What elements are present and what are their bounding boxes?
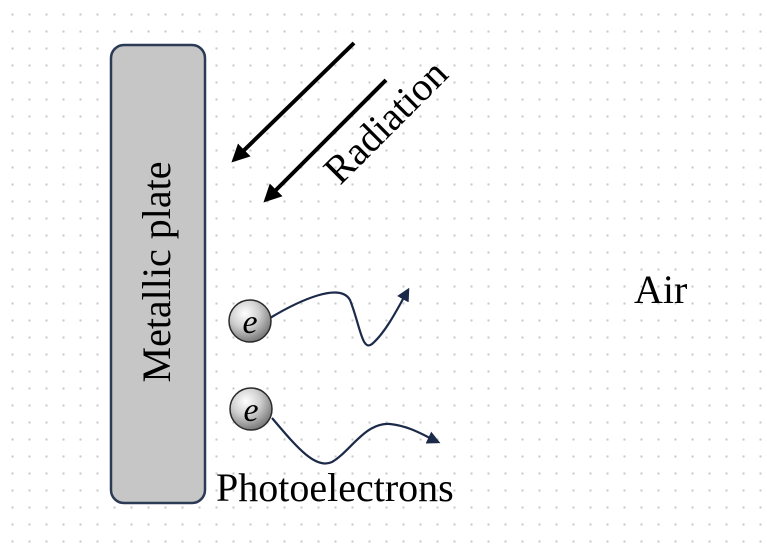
metallic-plate: [109, 43, 207, 505]
electron-symbol-2: e: [243, 392, 258, 429]
air-label: Air: [634, 267, 687, 312]
radiation-label: Radiation: [315, 51, 457, 193]
radiation-arrow-1: [231, 41, 356, 163]
radiation-arrow-2: [263, 78, 388, 203]
photoelectron-path-1: [269, 287, 410, 347]
photoelectron-path-2: [271, 417, 441, 465]
electron-ball-1: [228, 299, 272, 343]
electron-symbol-1: e: [242, 304, 257, 341]
electron-ball-2: [229, 387, 273, 431]
photoelectrons-label: Photoelectrons: [216, 465, 454, 510]
metallic-plate-label: Metallic plate: [134, 161, 179, 382]
